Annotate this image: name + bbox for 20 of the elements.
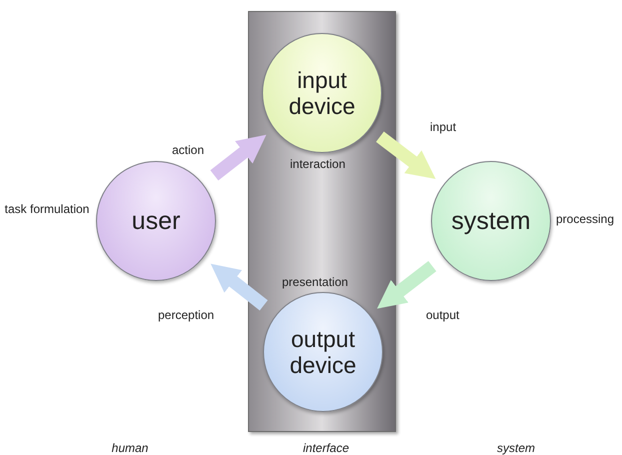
column-label: human [110,440,150,455]
column-label: system [496,440,536,455]
node-label: output device [288,326,358,378]
edge-label: input [430,119,456,136]
block-arrow [210,264,268,310]
column-label: interface [302,440,350,455]
node-label: user [130,206,182,236]
stage-label: task formulation [4,202,90,218]
block-arrow [376,132,436,180]
block-arrow [210,134,266,181]
edge-label: output [426,307,460,324]
node-label: system [450,206,532,236]
stage-label: processing [556,212,616,228]
edge-label: action [172,142,204,159]
interface-band [248,11,396,432]
node-label: input device [288,66,356,120]
stage-label: interaction [290,157,346,173]
edge-label: perception [158,307,214,324]
block-arrow [377,260,436,309]
stage-label: presentation [282,275,350,291]
